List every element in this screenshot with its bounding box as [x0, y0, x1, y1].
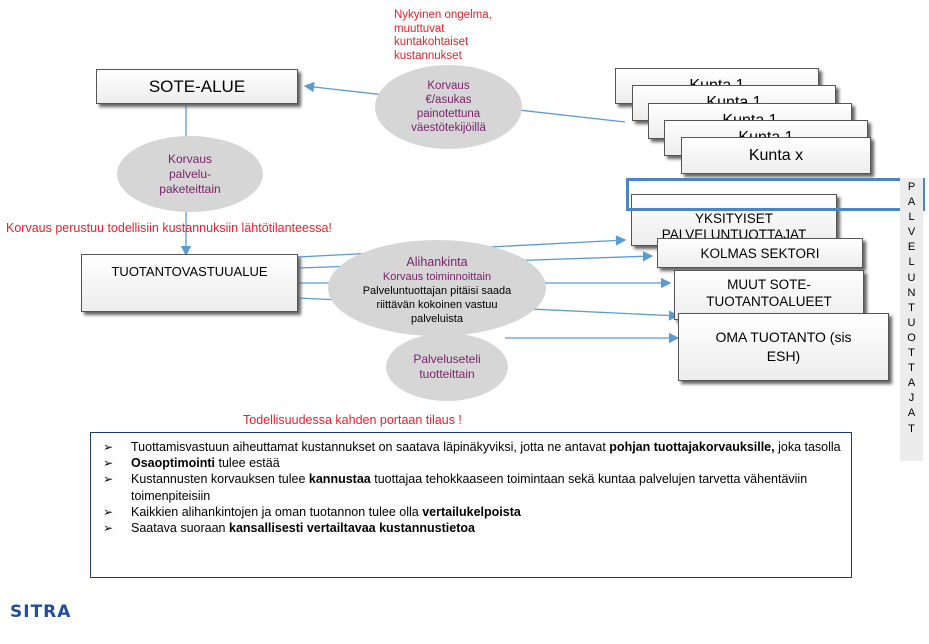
tuotantovastuualue-box: TUOTANTOVASTUUALUE: [81, 254, 298, 312]
vertical-letter: J: [908, 392, 915, 405]
key-point-item: ➢Tuottamisvastuun aiheuttamat kustannuks…: [103, 440, 841, 454]
kolmas-sektori-box: KOLMAS SEKTORI: [657, 238, 863, 268]
vertical-letter: T: [908, 301, 915, 314]
vertical-letter: E: [907, 241, 916, 254]
key-point-item: ➢Osaoptimointi tulee estää: [103, 456, 280, 471]
alihankinta-body: Palveluntuottajan pitäisi saada riittävä…: [362, 284, 512, 325]
bullet-arrow-icon: ➢: [103, 440, 114, 454]
key-points-box: ➢Tuottamisvastuun aiheuttamat kustannuks…: [90, 432, 852, 578]
oma-tuotanto-box: OMA TUOTANTO (sis ESH): [678, 313, 889, 381]
bullet-arrow-icon: ➢: [103, 504, 114, 519]
vertical-letter: O: [907, 331, 916, 344]
key-points-list: ➢Tuottamisvastuun aiheuttamat kustannuks…: [101, 439, 843, 536]
key-point-item: ➢Kustannusten korvauksen tulee kannustaa…: [103, 472, 808, 503]
alihankinta-ellipse: Alihankinta Korvaus toiminnoittain Palve…: [328, 240, 546, 336]
vertical-letter: A: [907, 407, 916, 420]
vertical-letter: T: [908, 422, 915, 435]
palveluseteli-ellipse: Palveluseteli tuotteittain: [386, 333, 508, 401]
highlight-frame: [626, 178, 925, 211]
kunta-box-x: Kunta x: [681, 137, 871, 174]
vertical-letter: T: [908, 362, 915, 375]
yksityiset-box: YKSITYISET PALVELUNTUOTTAJAT: [631, 194, 837, 246]
sote-alue-box: SOTE-ALUE: [96, 69, 298, 104]
alihankinta-subtitle: Korvaus toiminnoittain: [382, 270, 492, 283]
vertical-letter: A: [907, 377, 916, 390]
current-problem-note: Nykyinen ongelma, muuttuvat kuntakohtais…: [394, 9, 492, 62]
key-point-item: ➢Saatava suoraan kansallisesti vertailta…: [103, 521, 475, 536]
vertical-letter: T: [908, 347, 915, 360]
korvaus-asukas-ellipse: Korvaus €/asukas painotettuna väestöteki…: [375, 65, 522, 149]
actual-costs-note: Korvaus perustuu todellisiin kustannuksi…: [6, 221, 332, 235]
korvaus-palvelu-ellipse: Korvaus palvelu- paketeittain: [117, 136, 263, 212]
bullet-arrow-icon: ➢: [103, 521, 114, 536]
vertical-letter: A: [907, 196, 916, 209]
bullet-arrow-icon: ➢: [103, 456, 114, 471]
alihankinta-title: Alihankinta: [406, 254, 468, 269]
svg-text:SITRA: SITRA: [10, 602, 71, 622]
vertical-letter: U: [907, 271, 916, 284]
bullet-arrow-icon: ➢: [103, 472, 114, 487]
two-tier-order-note: Todellisuudessa kahden portaan tilaus !: [243, 413, 462, 427]
vertical-letter: N: [907, 286, 916, 299]
key-point-item: ➢Kaikkien alihankintojen ja oman tuotann…: [103, 504, 521, 519]
vertical-letter: U: [907, 316, 916, 329]
vertical-letter: P: [907, 181, 916, 193]
sitra-logo: SITRA: [8, 598, 74, 624]
muut-sote-box: MUUT SOTE- TUOTANTOALUEET: [674, 270, 864, 320]
vertical-letter: L: [908, 256, 915, 269]
vertical-letter: V: [907, 226, 916, 239]
vertical-letter: L: [908, 211, 915, 224]
